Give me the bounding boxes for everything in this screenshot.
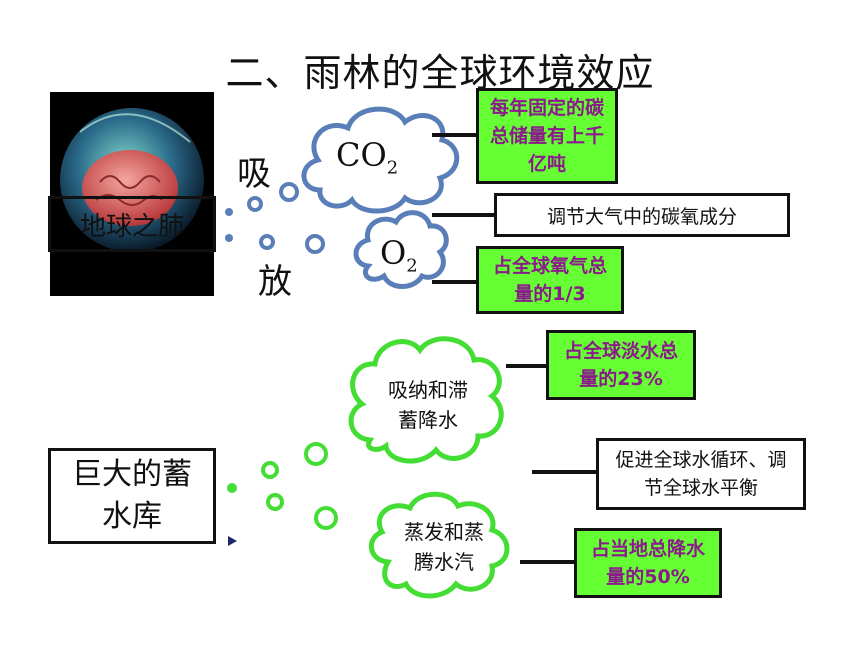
o2-subscript: 2 — [406, 255, 418, 277]
co2-label: CO2 — [336, 136, 398, 178]
reservoir-label: 巨大的蓄水库 — [72, 457, 192, 534]
evaporation-cloud — [369, 491, 510, 599]
globe-label-box: 地球之肺 — [48, 196, 216, 252]
bubble-green-2 — [261, 461, 279, 479]
absorb-label: 吸 — [237, 154, 271, 194]
arrow-marker — [228, 536, 237, 546]
carbon-storage-text: 每年固定的碳总储量有上千亿吨 — [489, 97, 604, 175]
bubble-blue-3 — [225, 208, 233, 216]
oxygen-share-text: 占全球氧气总量的1/3 — [492, 255, 607, 305]
regulate-carbon-oxygen-box: 调节大气中的碳氧成分 — [494, 193, 790, 237]
reservoir-box: 巨大的蓄水库 — [48, 448, 216, 544]
o2-label: O2 — [380, 234, 418, 276]
water-cycle-box: 促进全球水循环、调节全球水平衡 — [596, 438, 806, 510]
freshwater-share-box: 占全球淡水总量的23% — [546, 330, 696, 400]
freshwater-share-text: 占全球淡水总量的23% — [563, 340, 678, 390]
bubble-green-4 — [266, 493, 284, 511]
bubble-green-1 — [304, 442, 328, 466]
o2-cloud — [353, 210, 449, 289]
bubble-blue-1 — [279, 182, 299, 202]
bubble-blue-6 — [305, 234, 325, 254]
evaporation-label: 蒸发和蒸腾水汽 — [404, 520, 484, 574]
regulate-carbon-oxygen-text: 调节大气中的碳氧成分 — [546, 205, 737, 228]
water-cycle-text: 促进全球水循环、调节全球水平衡 — [615, 449, 787, 499]
bubble-green-3 — [227, 483, 237, 493]
page-title: 二、雨林的全球环境效应 — [225, 51, 655, 95]
bubble-green-5 — [314, 506, 338, 530]
evaporation-text: 蒸发和蒸腾水汽 — [396, 514, 492, 580]
carbon-storage-box: 每年固定的碳总储量有上千亿吨 — [476, 88, 618, 184]
globe-label: 地球之肺 — [79, 211, 184, 242]
bubble-blue-2 — [247, 196, 263, 212]
co2-subscript: 2 — [386, 157, 399, 179]
co2-main: CO — [336, 136, 387, 174]
o2-main: O — [380, 234, 407, 272]
bubble-blue-4 — [225, 234, 233, 242]
co2-cloud — [301, 106, 460, 214]
absorb-rain-cloud — [348, 336, 504, 464]
globe-image — [50, 92, 214, 296]
absorb-rain-text: 吸纳和滞蓄降水 — [380, 360, 476, 450]
local-rain-share-text: 占当地总降水量的50% — [590, 538, 705, 588]
absorb-rain-label: 吸纳和滞蓄降水 — [388, 378, 468, 432]
oxygen-share-box: 占全球氧气总量的1/3 — [476, 246, 624, 314]
bubble-blue-5 — [259, 234, 275, 250]
local-rain-share-box: 占当地总降水量的50% — [574, 528, 722, 598]
release-label: 放 — [258, 262, 292, 302]
